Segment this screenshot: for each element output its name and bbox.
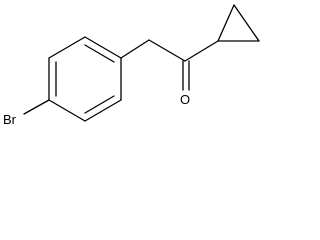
cyclopropyl-bond-1 bbox=[217, 4, 235, 42]
oxygen-label: O bbox=[180, 92, 190, 107]
benzene-ring bbox=[48, 36, 122, 122]
cyclopropyl-bond-2 bbox=[233, 4, 260, 42]
ring-to-ch2-bond bbox=[120, 39, 150, 59]
cyclopropyl-ring bbox=[217, 4, 260, 42]
bromine-label: Br bbox=[3, 112, 17, 127]
carbonyl-to-cyclopropyl-bond bbox=[184, 40, 219, 62]
ring-bond-4 bbox=[48, 99, 86, 122]
ch2-to-carbonyl-bond bbox=[148, 39, 186, 62]
carbonyl-double-bond bbox=[182, 60, 190, 91]
ring-inner-bond-3 bbox=[84, 95, 115, 114]
ring-inner-bond-1 bbox=[84, 44, 115, 63]
ring-bond-1 bbox=[84, 36, 122, 59]
bromine-bond bbox=[23, 99, 50, 115]
ring-bond-2 bbox=[48, 36, 86, 59]
structure-canvas: Br O bbox=[0, 0, 267, 129]
ring-bond-5 bbox=[84, 99, 122, 122]
molecule-diagram: Br O bbox=[3, 4, 260, 127]
